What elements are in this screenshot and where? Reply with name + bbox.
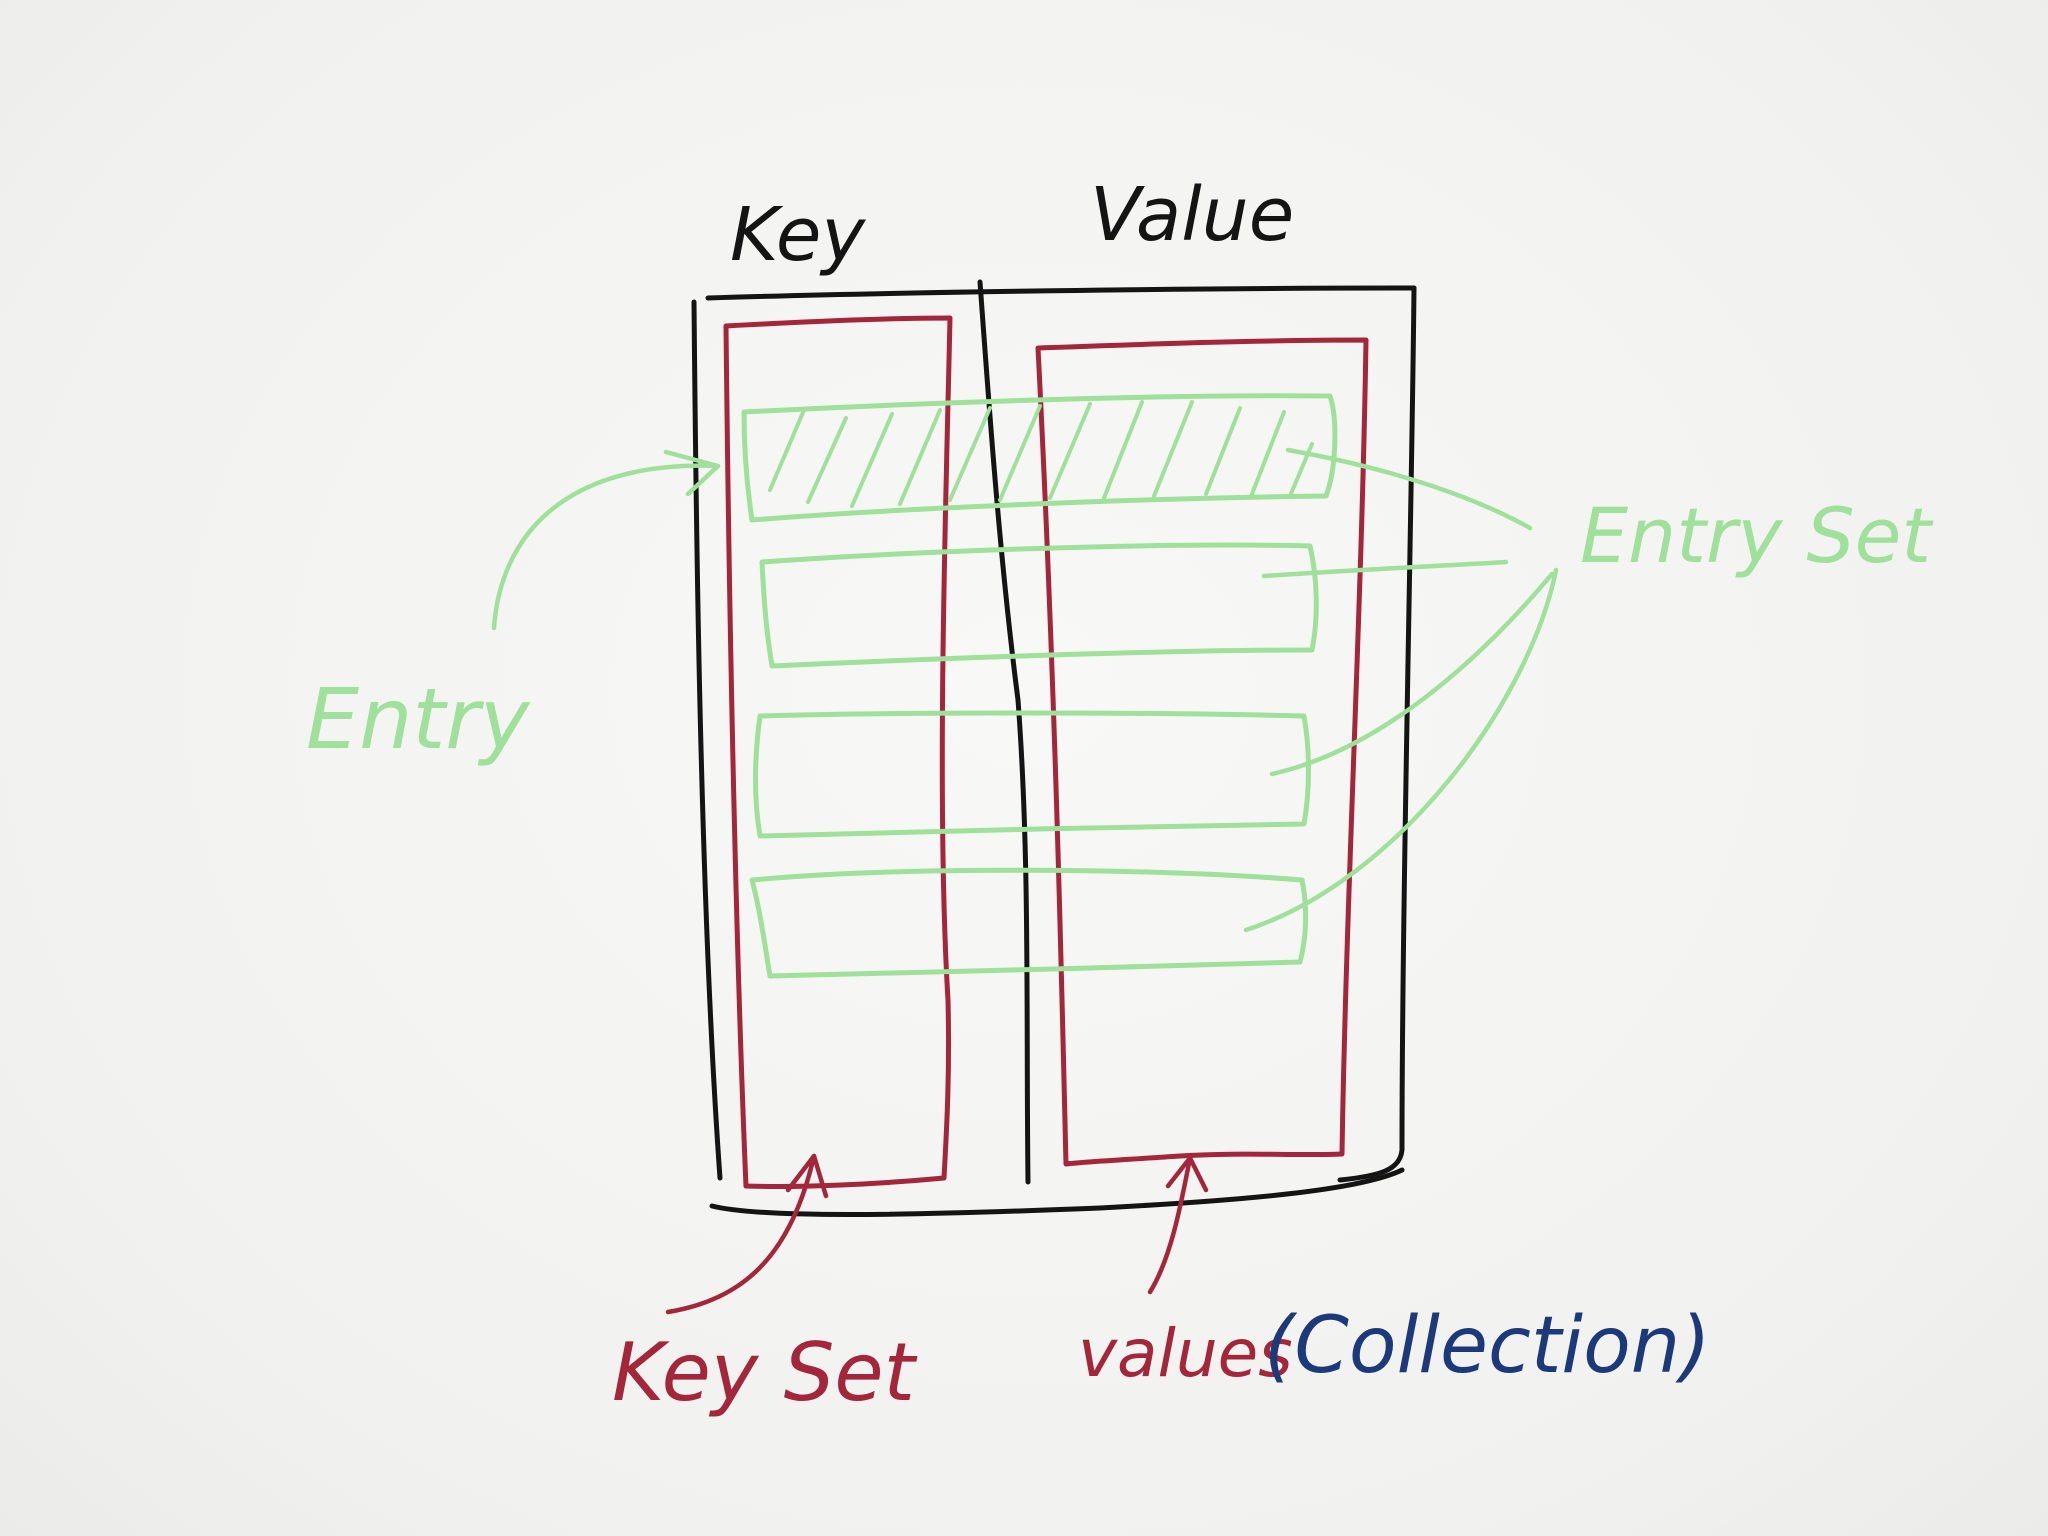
table-top-edge bbox=[705, 285, 1417, 301]
entry-rows bbox=[741, 393, 1338, 979]
column-divider bbox=[977, 279, 1031, 1185]
entry-set-connectors bbox=[1243, 447, 1559, 933]
entry-arrow bbox=[491, 449, 721, 631]
key-column-header: Key bbox=[730, 192, 866, 278]
entry-row-3 bbox=[753, 710, 1311, 839]
table-left-edge bbox=[691, 299, 723, 1181]
entry-label: Entry bbox=[306, 670, 531, 768]
entry-row-4 bbox=[749, 867, 1309, 979]
map-table bbox=[691, 279, 1417, 1217]
key-set-label: Key Set bbox=[612, 1326, 918, 1419]
key-set-arrow bbox=[665, 1153, 829, 1315]
table-bottom-edge bbox=[709, 1167, 1405, 1217]
table-right-edge bbox=[1337, 285, 1417, 1183]
values-label: values bbox=[1078, 1315, 1293, 1392]
key-set-outline bbox=[723, 315, 953, 1190]
values-arrow bbox=[1147, 1155, 1209, 1295]
entry-row-2 bbox=[759, 542, 1319, 669]
collection-label: (Collection) bbox=[1264, 1301, 1711, 1391]
entry-set-label: Entry Set bbox=[1580, 491, 1934, 580]
value-column-header: Value bbox=[1090, 172, 1294, 258]
values-collection-outline bbox=[1035, 337, 1369, 1167]
entry-row-hatched bbox=[741, 393, 1338, 523]
